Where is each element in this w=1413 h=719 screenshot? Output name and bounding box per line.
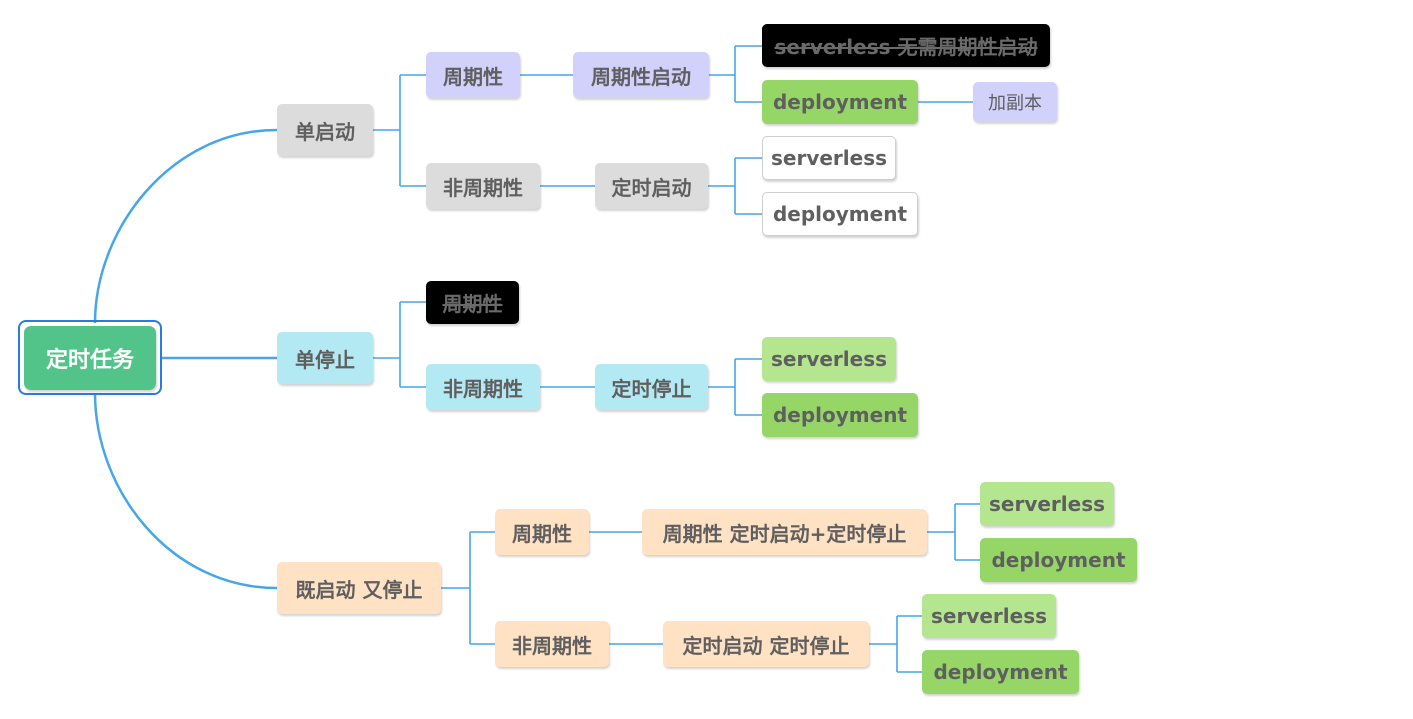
start-stop-periodic-child[interactable]: 周期性 定时启动+定时停止 xyxy=(642,509,927,555)
single-start-aperiodic-child[interactable]: 定时启动 xyxy=(595,163,708,209)
start-stop-periodic[interactable]: 周期性 xyxy=(495,509,589,555)
single-start-aperiodic[interactable]: 非周期性 xyxy=(426,163,540,209)
single-start-aperiodic-deployment[interactable]: deployment xyxy=(762,192,918,236)
start-stop-aperiodic[interactable]: 非周期性 xyxy=(495,621,609,667)
root-node[interactable]: 定时任务 xyxy=(24,326,156,390)
branch-single-stop[interactable]: 单停止 xyxy=(277,332,373,384)
single-start-aperiodic-serverless[interactable]: serverless xyxy=(762,136,896,180)
start-stop-aperiodic-deployment[interactable]: deployment xyxy=(922,650,1079,694)
single-stop-aperiodic-serverless[interactable]: serverless xyxy=(762,337,896,381)
root-selection-frame xyxy=(18,320,162,395)
start-stop-periodic-deployment[interactable]: deployment xyxy=(980,538,1137,582)
single-start-periodic-deployment[interactable]: deployment xyxy=(762,80,918,124)
single-stop-aperiodic-deployment[interactable]: deployment xyxy=(762,393,918,437)
start-stop-periodic-serverless[interactable]: serverless xyxy=(980,482,1114,526)
branch-single-start[interactable]: 单启动 xyxy=(277,104,373,156)
replica-note[interactable]: 加副本 xyxy=(973,82,1057,122)
single-start-periodic[interactable]: 周期性 xyxy=(426,52,520,98)
single-stop-aperiodic-child[interactable]: 定时停止 xyxy=(595,364,708,410)
start-stop-aperiodic-child[interactable]: 定时启动 定时停止 xyxy=(663,621,869,667)
single-stop-aperiodic[interactable]: 非周期性 xyxy=(426,364,540,410)
single-start-periodic-child[interactable]: 周期性启动 xyxy=(573,52,709,98)
start-stop-aperiodic-serverless[interactable]: serverless xyxy=(922,594,1056,638)
branch-start-and-stop[interactable]: 既启动 又停止 xyxy=(277,562,441,614)
single-start-periodic-serverless[interactable]: serverless 无需周期性启动 xyxy=(762,24,1050,67)
single-stop-periodic[interactable]: 周期性 xyxy=(426,281,519,324)
